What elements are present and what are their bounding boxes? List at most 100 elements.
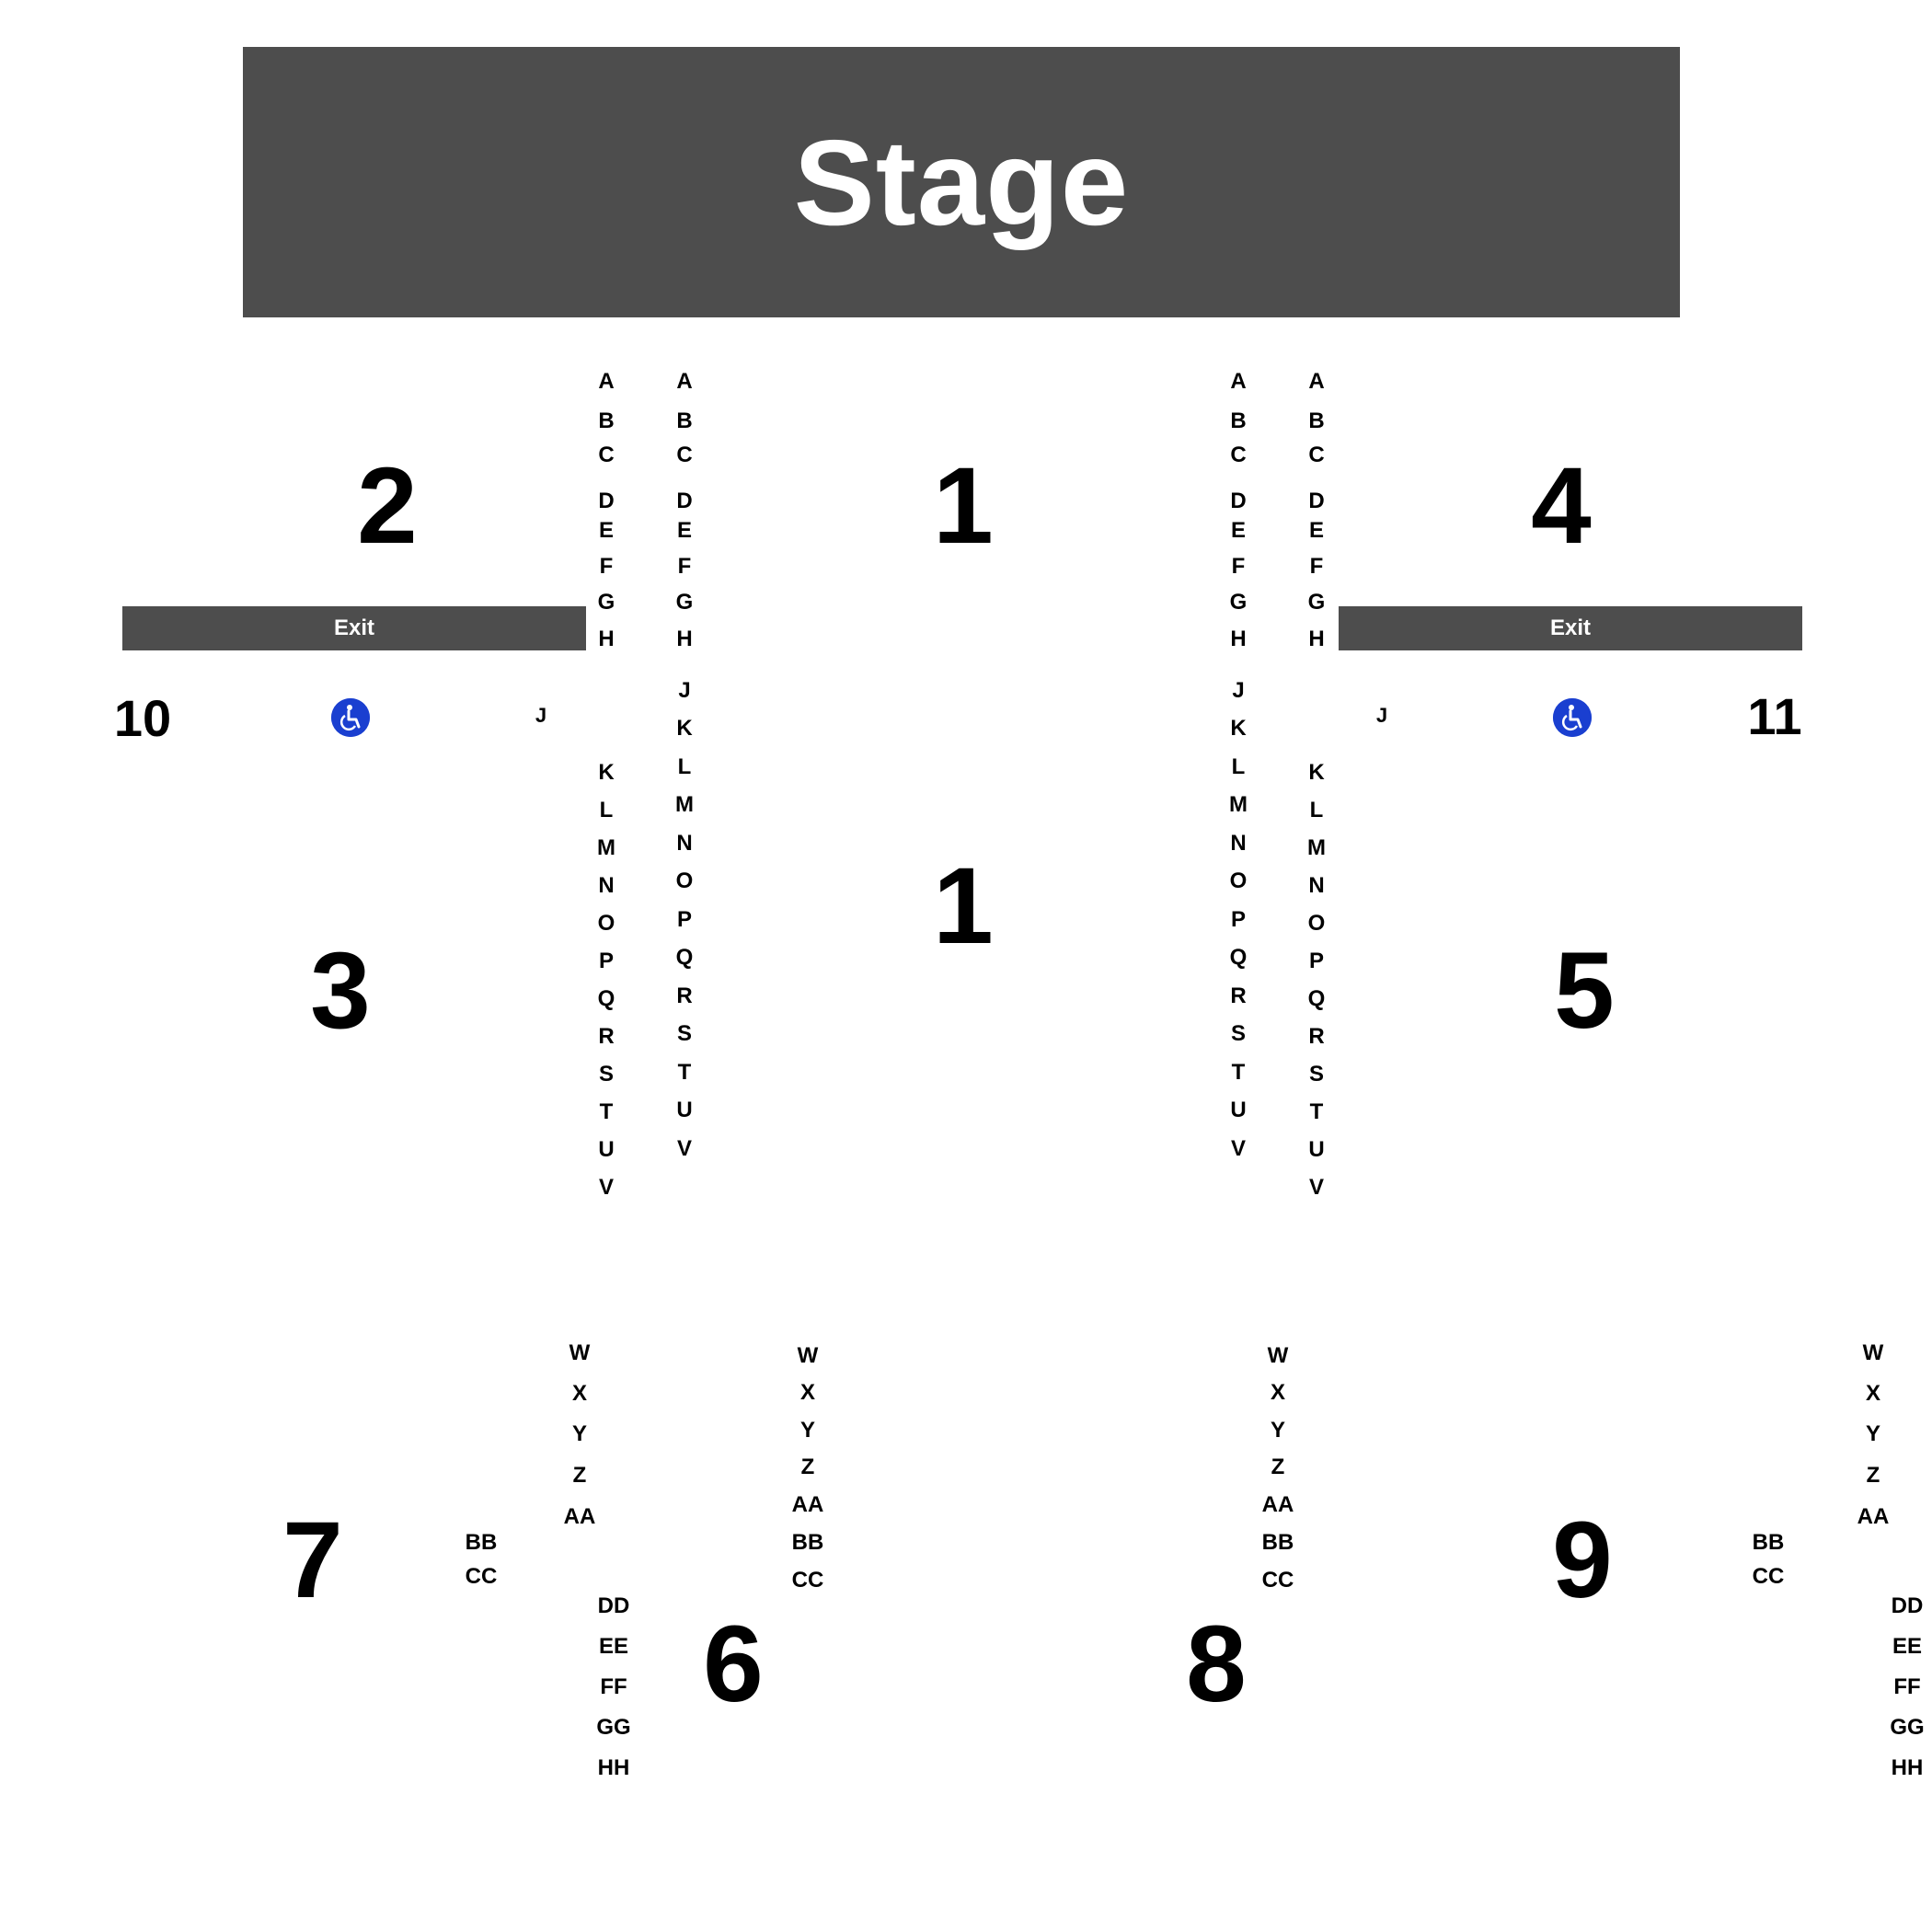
row-label-b: B [598, 408, 615, 433]
row-label-m: M [597, 835, 615, 860]
section-5[interactable]: 5 [1554, 930, 1615, 1052]
row-label-y: Y [799, 1418, 816, 1443]
row-label-n: N [1308, 873, 1325, 898]
row-label-e: E [1308, 518, 1325, 543]
row-label-cc: CC [465, 1564, 498, 1589]
row-label-h: H [1230, 627, 1247, 651]
row-label-k: K [676, 716, 693, 741]
row-label-f: F [1231, 554, 1246, 579]
row-label-ff: FF [600, 1674, 627, 1699]
row-label-z: Z [1271, 1455, 1285, 1479]
row-label-x: X [1865, 1381, 1881, 1406]
row-label-r: R [1308, 1024, 1325, 1049]
row-label-p: P [598, 949, 615, 973]
row-label-w: W [1862, 1340, 1884, 1365]
row-label-e: E [598, 518, 615, 543]
row-label-q: Q [675, 945, 694, 970]
row-label-q: Q [1307, 986, 1326, 1011]
row-label-z: Z [800, 1455, 815, 1479]
row-label-x: X [571, 1381, 588, 1406]
row-label-v: V [676, 1136, 693, 1161]
section-1-upper[interactable]: 1 [933, 445, 994, 567]
row-label-e: E [676, 518, 693, 543]
section-11[interactable]: 11 [1747, 687, 1802, 745]
row-label-y: Y [1270, 1418, 1286, 1443]
row-label-f: F [1309, 554, 1324, 579]
row-label-d: D [598, 489, 615, 513]
row-label-cc: CC [1261, 1568, 1294, 1593]
row-label-s: S [1308, 1062, 1325, 1087]
row-label-gg: GG [1890, 1715, 1925, 1740]
row-label-p: P [676, 907, 693, 932]
section-4[interactable]: 4 [1531, 445, 1592, 567]
row-label-w: W [1267, 1343, 1289, 1368]
row-label-s: S [598, 1062, 615, 1087]
row-label-hh: HH [597, 1755, 630, 1780]
row-label-j: J [678, 678, 691, 703]
section-1-lower[interactable]: 1 [933, 845, 994, 967]
section-9[interactable]: 9 [1552, 1500, 1613, 1621]
row-label-ff: FF [1893, 1674, 1921, 1699]
row-label-dd: DD [597, 1593, 630, 1618]
row-label-v: V [1230, 1136, 1247, 1161]
row-label-k: K [1230, 716, 1247, 741]
row-label-c: C [1308, 443, 1325, 467]
row-label-p: P [1308, 949, 1325, 973]
section-10[interactable]: 10 [113, 689, 172, 747]
section-3[interactable]: 3 [310, 930, 371, 1052]
row-label-h: H [598, 627, 615, 651]
row-label-a: A [1230, 369, 1247, 394]
row-label-t: T [1231, 1060, 1246, 1085]
row-label-h: H [676, 627, 693, 651]
row-label-u: U [676, 1098, 693, 1122]
row-label-d: D [1230, 489, 1247, 513]
row-label-p: P [1230, 907, 1247, 932]
row-label-j-right: J [1375, 704, 1388, 727]
row-label-aa: AA [791, 1492, 824, 1517]
row-label-l: L [1231, 754, 1246, 779]
row-label-h: H [1308, 627, 1325, 651]
row-label-f: F [677, 554, 692, 579]
row-label-g: G [675, 590, 694, 615]
stage: Stage [243, 47, 1680, 317]
row-label-b: B [1230, 408, 1247, 433]
row-label-n: N [598, 873, 615, 898]
row-label-b: B [1308, 408, 1325, 433]
row-label-l: L [677, 754, 692, 779]
row-label-y: Y [571, 1421, 588, 1446]
row-label-a: A [598, 369, 615, 394]
section-8[interactable]: 8 [1186, 1604, 1247, 1725]
row-label-l: L [1309, 798, 1324, 822]
row-label-v: V [598, 1175, 615, 1200]
row-label-z: Z [572, 1463, 587, 1488]
row-label-g: G [1307, 590, 1326, 615]
row-label-c: C [676, 443, 693, 467]
row-label-d: D [676, 489, 693, 513]
row-label-cc: CC [1752, 1564, 1785, 1589]
row-label-w: W [797, 1343, 819, 1368]
exit-right: Exit [1339, 606, 1802, 650]
row-label-a: A [676, 369, 693, 394]
section-2[interactable]: 2 [357, 445, 418, 567]
row-label-l: L [599, 798, 614, 822]
section-6[interactable]: 6 [703, 1604, 764, 1725]
row-label-t: T [599, 1099, 614, 1124]
row-label-q: Q [597, 986, 615, 1011]
row-label-ee: EE [598, 1634, 629, 1659]
section-7[interactable]: 7 [282, 1500, 343, 1621]
row-label-o: O [1229, 868, 1248, 893]
row-label-z: Z [1866, 1463, 1880, 1488]
stage-label: Stage [793, 114, 1130, 250]
row-label-v: V [1308, 1175, 1325, 1200]
row-label-r: R [676, 983, 693, 1008]
row-label-x: X [1270, 1380, 1286, 1405]
row-label-b: B [676, 408, 693, 433]
row-label-g: G [1229, 590, 1248, 615]
wheelchair-icon [1553, 698, 1592, 737]
row-label-y: Y [1865, 1421, 1881, 1446]
row-label-f: F [599, 554, 614, 579]
row-label-c: C [598, 443, 615, 467]
row-label-ee: EE [1892, 1634, 1923, 1659]
row-label-m: M [675, 792, 694, 817]
